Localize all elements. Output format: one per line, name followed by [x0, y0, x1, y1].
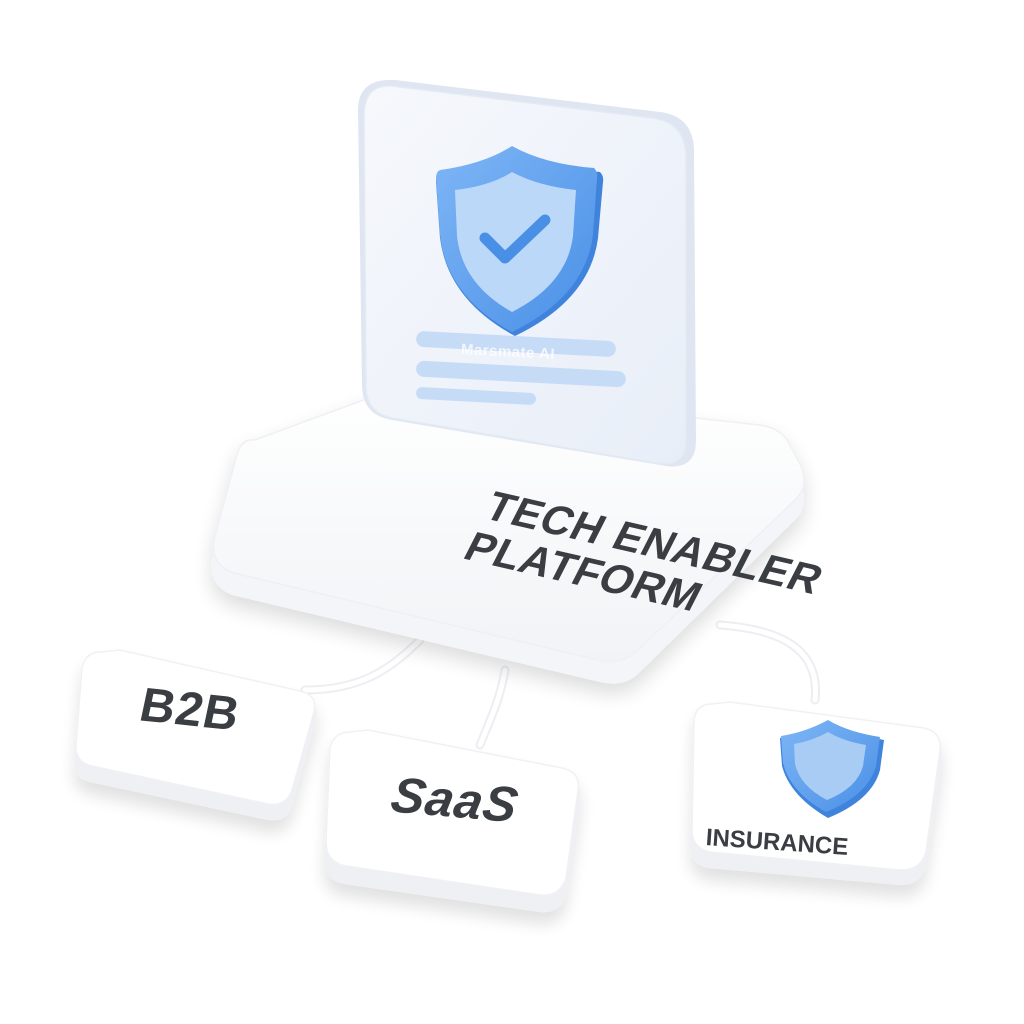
shield-check-icon — [436, 146, 604, 336]
security-card — [358, 79, 696, 467]
node-insurance — [690, 701, 943, 886]
node-saas — [324, 729, 581, 913]
node-saas-label: SaaS — [386, 766, 524, 834]
card-line-3 — [416, 387, 536, 405]
shield-icon — [780, 720, 884, 818]
card-line-1 — [416, 331, 616, 357]
connector-insurance — [715, 620, 821, 705]
node-b2b-label: B2B — [135, 678, 245, 742]
node-b2b — [73, 649, 317, 821]
card-line-2 — [416, 360, 626, 388]
